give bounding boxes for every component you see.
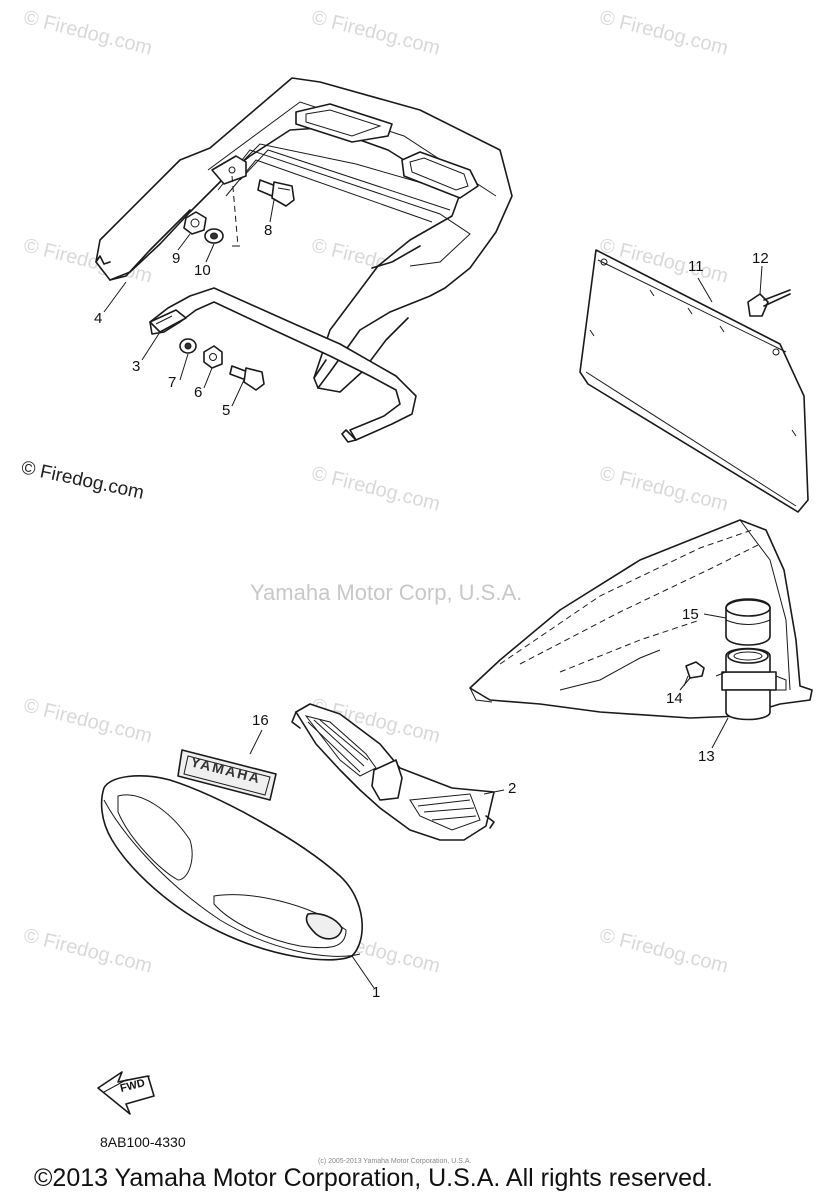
- callout-2: 2: [508, 780, 517, 797]
- decal-part-16: [177, 749, 277, 801]
- callout-12: 12: [752, 250, 769, 267]
- fwd-arrow-icon: [97, 1071, 155, 1115]
- callout-4: 4: [94, 310, 103, 327]
- callout-6: 6: [194, 384, 203, 401]
- callout-10: 10: [194, 262, 211, 279]
- callout-5: 5: [222, 402, 231, 419]
- callout-13: 13: [698, 748, 715, 765]
- callout-8: 8: [264, 222, 273, 239]
- nut-part-6: [203, 345, 223, 369]
- washer-part-10: [204, 228, 224, 244]
- diagram-code: 8AB100-4330: [100, 1134, 186, 1150]
- rivet-part-12: [747, 289, 791, 317]
- washer-part-7: [179, 338, 197, 354]
- copyright-footer: ©2013 Yamaha Motor Corporation, U.S.A. A…: [34, 1164, 713, 1192]
- callout-1: 1: [372, 984, 381, 1001]
- callout-16: 16: [252, 712, 269, 729]
- micro-copyright: (c) 2005-2013 Yamaha Motor Corporation, …: [318, 1158, 472, 1165]
- cap-part-15: [725, 598, 771, 646]
- nut-part-9: [183, 211, 207, 235]
- callout-3: 3: [132, 358, 141, 375]
- panel-part-11: [579, 249, 809, 513]
- callout-9: 9: [172, 250, 181, 267]
- fitting-part-13: [715, 647, 787, 721]
- screw-part-14: [683, 661, 705, 687]
- grille-part-2: [291, 703, 495, 841]
- frame-part-4: [95, 77, 513, 393]
- callout-14: 14: [666, 690, 683, 707]
- bolt-part-8: [257, 179, 295, 207]
- bar-part-3: [149, 287, 417, 443]
- callout-7: 7: [168, 374, 177, 391]
- center-watermark: Yamaha Motor Corp, U.S.A.: [250, 580, 523, 605]
- callout-11: 11: [688, 258, 704, 275]
- leader-lines: [103, 199, 763, 989]
- bolt-part-5: [229, 365, 265, 391]
- cover-part-1: [100, 775, 363, 961]
- callout-15: 15: [682, 606, 699, 623]
